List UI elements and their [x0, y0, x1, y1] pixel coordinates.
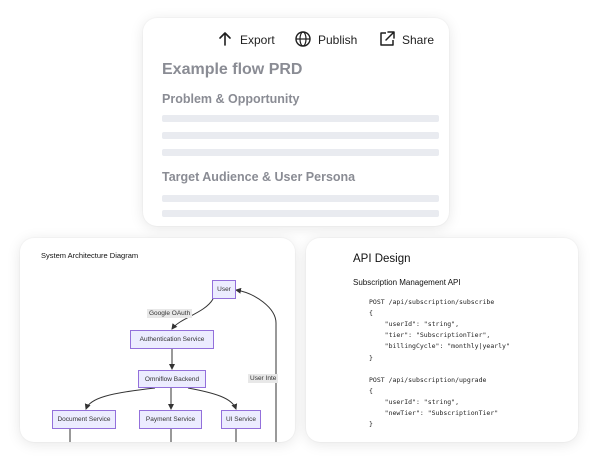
code-line: POST /api/subscription/subscribe: [369, 298, 495, 306]
code-line: {: [369, 309, 373, 318]
external-link-icon: [378, 30, 396, 51]
node-ui-service: UI Service: [221, 410, 261, 429]
share-label: Share: [402, 33, 435, 47]
edge-backend-document: [84, 387, 156, 410]
section-heading-problem: Problem & Opportunity: [162, 92, 300, 106]
diagram-title: System Architecture Diagram: [41, 251, 139, 260]
api-subtitle: Subscription Management API: [353, 278, 461, 287]
export-label: Export: [240, 33, 275, 47]
node-payment-service: Payment Service: [139, 410, 202, 429]
placeholder-line: [162, 115, 439, 122]
publish-label: Publish: [318, 33, 358, 47]
api-design-card: API Design Subscription Management API P…: [306, 238, 578, 442]
edge-backend-ui: [187, 387, 238, 410]
code-line: "billingCycle": "monthly|yearly": [369, 342, 510, 351]
prd-card: Export Publish Share Example flow PRD Pr…: [143, 18, 449, 226]
export-button[interactable]: Export: [216, 30, 275, 50]
placeholder-line: [162, 149, 439, 156]
placeholder-line: [162, 195, 439, 202]
code-line: }: [369, 353, 373, 362]
arrow-up-icon: [216, 30, 234, 51]
edge-ui-user: [235, 287, 277, 442]
publish-button[interactable]: Publish: [294, 30, 357, 50]
share-button[interactable]: Share: [378, 30, 434, 50]
edge-label-user-interaction: User Inte: [248, 374, 279, 383]
edge-user-auth: [171, 298, 214, 330]
globe-icon: [294, 30, 312, 51]
code-line: "userId": "string",: [369, 397, 460, 406]
code-line: {: [369, 386, 373, 395]
code-line: }: [369, 420, 373, 429]
node-user: User: [212, 280, 236, 299]
code-line: "newTier": "SubscriptionTier": [369, 409, 499, 417]
prd-toolbar: Export Publish Share: [143, 30, 449, 50]
diagram-edges: [69, 287, 277, 442]
node-authentication-service: Authentication Service: [130, 330, 214, 349]
placeholder-line: [162, 132, 439, 139]
prd-title: Example flow PRD: [162, 61, 303, 78]
code-line: POST /api/subscription/upgrade: [369, 375, 487, 384]
api-title: API Design: [353, 253, 411, 265]
section-heading-audience: Target Audience & User Persona: [162, 170, 356, 184]
node-document-service: Document Service: [52, 410, 116, 429]
code-line: "userId": "string",: [369, 320, 460, 329]
architecture-diagram-card: System Architecture Diagram User Google …: [20, 238, 295, 442]
placeholder-line: [162, 210, 439, 217]
node-omniflow-backend: Omniflow Backend: [138, 370, 206, 388]
code-line: "tier": "SubscriptionTier",: [369, 331, 491, 340]
edge-label-google-oauth: Google OAuth: [147, 309, 193, 318]
